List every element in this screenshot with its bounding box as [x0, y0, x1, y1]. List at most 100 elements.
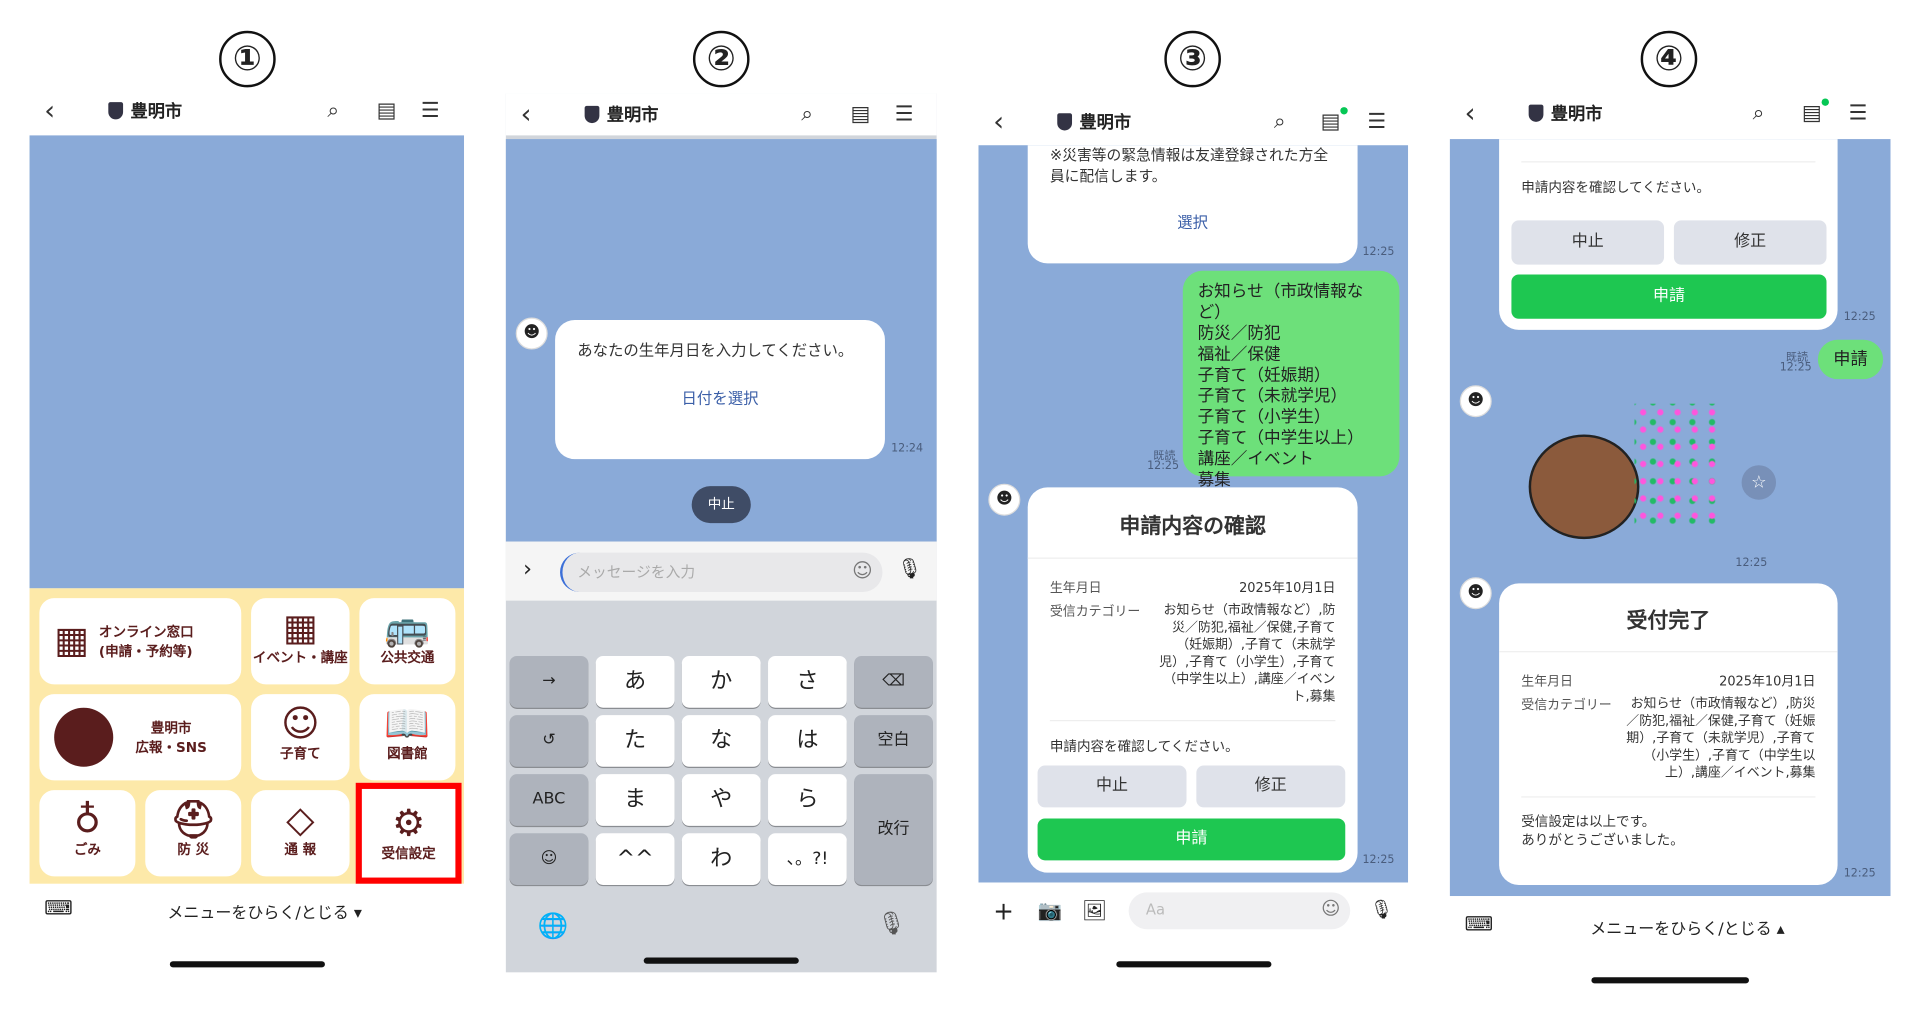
message-input[interactable]: Aa☺ — [1128, 892, 1351, 930]
label: ごみ — [73, 841, 101, 858]
search-icon[interactable]: ⌕ — [801, 102, 813, 127]
menu-icon[interactable]: ☰ — [1848, 100, 1868, 126]
key[interactable]: た — [595, 715, 675, 767]
card-title: 受付完了 — [1499, 583, 1838, 653]
key-arrow[interactable]: → — [509, 656, 589, 708]
dictation-mic-icon[interactable]: 🎙 — [877, 910, 906, 937]
key[interactable]: ^^ — [595, 833, 675, 885]
selected-categories-message: お知らせ（市政情報など）防災／防犯福祉／保健子育て（妊娠期）子育て（未就学児）子… — [1182, 270, 1400, 490]
menu-library[interactable]: 📖図書館 — [359, 694, 456, 781]
step-number-1: ① — [219, 30, 276, 88]
menu-report[interactable]: ◇通 報 — [251, 790, 350, 877]
home-indicator — [643, 957, 799, 964]
search-icon[interactable]: ⌕ — [1752, 100, 1765, 126]
menu-disaster[interactable]: ⛑防 災 — [145, 790, 242, 877]
label: オンライン窓口 — [98, 624, 194, 641]
apply-button[interactable]: 申請 — [1511, 274, 1827, 319]
timestamp: 12:25 — [1843, 311, 1876, 324]
emoji-icon[interactable]: ☺ — [1321, 897, 1341, 920]
menu-pr-sns[interactable]: 豊明市広報・SNS — [39, 694, 242, 781]
menu-transport[interactable]: 🚌公共交通 — [359, 598, 456, 685]
bus-icon: 🚌 — [384, 606, 431, 650]
chat-title: 豊明市 — [108, 98, 182, 123]
menu-icon[interactable]: ☰ — [420, 98, 440, 124]
category-line: 子育て（小学生） — [1197, 407, 1331, 428]
back-icon[interactable]: ‹ — [1464, 97, 1476, 129]
globe-icon[interactable]: 🌐 — [537, 910, 569, 941]
edit-button[interactable]: 修正 — [1673, 220, 1827, 265]
cancel-button[interactable]: 中止 — [1037, 765, 1187, 808]
chat-area: 申請内容を確認してください。 中止 修正 申請 12:25 申請 既読 12:2… — [1449, 139, 1891, 897]
thanks-line-1: 受信設定は以上です。 — [1521, 813, 1656, 830]
message-input[interactable]: メッセージを入力☺ — [560, 552, 883, 593]
search-icon[interactable]: ⌕ — [327, 98, 340, 124]
back-icon[interactable]: ‹ — [520, 99, 532, 130]
home-indicator — [169, 961, 325, 968]
menu-online-window[interactable]: ▦ オンライン窓口(申請・予約等) — [39, 598, 242, 685]
emoji-icon[interactable]: ☺ — [852, 558, 873, 583]
menu-icon[interactable]: ☰ — [1367, 109, 1387, 135]
key-punctuation[interactable]: 、。?! — [768, 833, 847, 885]
notes-icon[interactable]: ▤ — [850, 102, 871, 127]
key[interactable]: あ — [595, 656, 675, 708]
bot-avatar: ☻ — [1459, 577, 1492, 610]
menu-events[interactable]: ▦イベント・講座 — [251, 598, 350, 685]
confetti — [1634, 403, 1721, 527]
chat-title: 豊明市 — [584, 102, 658, 127]
key[interactable]: か — [681, 656, 761, 708]
key[interactable]: ま — [595, 774, 675, 826]
apply-button[interactable]: 申請 — [1037, 818, 1346, 861]
key[interactable]: わ — [681, 833, 761, 885]
menu-garbage[interactable]: ♁ごみ — [39, 790, 136, 877]
key[interactable]: や — [681, 774, 761, 826]
expand-icon[interactable]: › — [523, 556, 532, 583]
key-undo[interactable]: ↺ — [509, 715, 589, 767]
cancel-chip[interactable]: 中止 — [691, 486, 751, 524]
favorite-star-icon[interactable]: ☆ — [1741, 465, 1777, 500]
key-emoji[interactable]: ☺ — [509, 833, 589, 885]
menu-icon[interactable]: ☰ — [894, 102, 914, 127]
keyboard-icon[interactable]: ⌨ — [44, 896, 73, 920]
notes-icon[interactable]: ▤ — [376, 98, 397, 124]
home-indicator — [1116, 961, 1272, 968]
select-link[interactable]: 選択 — [1177, 212, 1209, 232]
read-receipt: 既読 — [1153, 450, 1176, 463]
notes-icon[interactable]: ▤ — [1801, 100, 1822, 126]
calendar-icon: ▦ — [282, 606, 318, 650]
menu-toggle[interactable]: メニューをひらく/とじる ▾ — [167, 904, 362, 924]
timestamp: 12:25 — [1362, 854, 1395, 867]
home-indicator — [1591, 977, 1749, 984]
plus-icon[interactable]: + — [993, 896, 1014, 926]
chat-header: ‹ 豊明市 ⌕ ▤ ☰ — [978, 100, 1409, 143]
key[interactable]: は — [768, 715, 847, 767]
search-icon[interactable]: ⌕ — [1273, 109, 1286, 135]
menu-receive-settings[interactable]: ⚙受信設定 — [355, 782, 462, 884]
sublabel: 広報・SNS — [135, 739, 207, 756]
key[interactable]: ら — [768, 774, 847, 826]
key[interactable]: な — [681, 715, 761, 767]
notes-icon[interactable]: ▤ — [1320, 109, 1341, 135]
key-enter[interactable]: 改行 — [854, 774, 933, 885]
mic-icon[interactable]: 🎙 — [1369, 898, 1394, 921]
back-icon[interactable]: ‹ — [44, 95, 56, 127]
mic-icon[interactable]: 🎙 — [897, 556, 923, 580]
key[interactable]: さ — [768, 656, 847, 708]
camera-icon[interactable]: 📷 — [1037, 898, 1063, 922]
birth-label: 生年月日 — [1049, 580, 1102, 596]
key-abc[interactable]: ABC — [509, 774, 589, 826]
key-space[interactable]: 空白 — [854, 715, 933, 767]
confirm-text: 申請内容を確認してください。 — [1049, 720, 1336, 756]
select-date-link[interactable]: 日付を選択 — [681, 388, 759, 408]
back-icon[interactable]: ‹ — [993, 106, 1005, 138]
keyboard-icon[interactable]: ⌨ — [1464, 912, 1494, 936]
image-icon[interactable]: 🖼 — [1081, 898, 1107, 922]
chat-area: ※災害等の緊急情報は友達登録された方全員に配信します。 選択 12:25 お知ら… — [978, 145, 1409, 883]
key-backspace[interactable]: ⌫ — [854, 656, 933, 708]
menu-childcare[interactable]: ☺子育て — [251, 694, 350, 781]
timestamp: 12:25 — [1779, 361, 1812, 375]
step-number-3: ③ — [1164, 30, 1221, 88]
menu-toggle[interactable]: メニューをひらく/とじる ▴ — [1590, 920, 1785, 940]
cancel-button[interactable]: 中止 — [1511, 220, 1665, 265]
edit-button[interactable]: 修正 — [1196, 765, 1346, 808]
